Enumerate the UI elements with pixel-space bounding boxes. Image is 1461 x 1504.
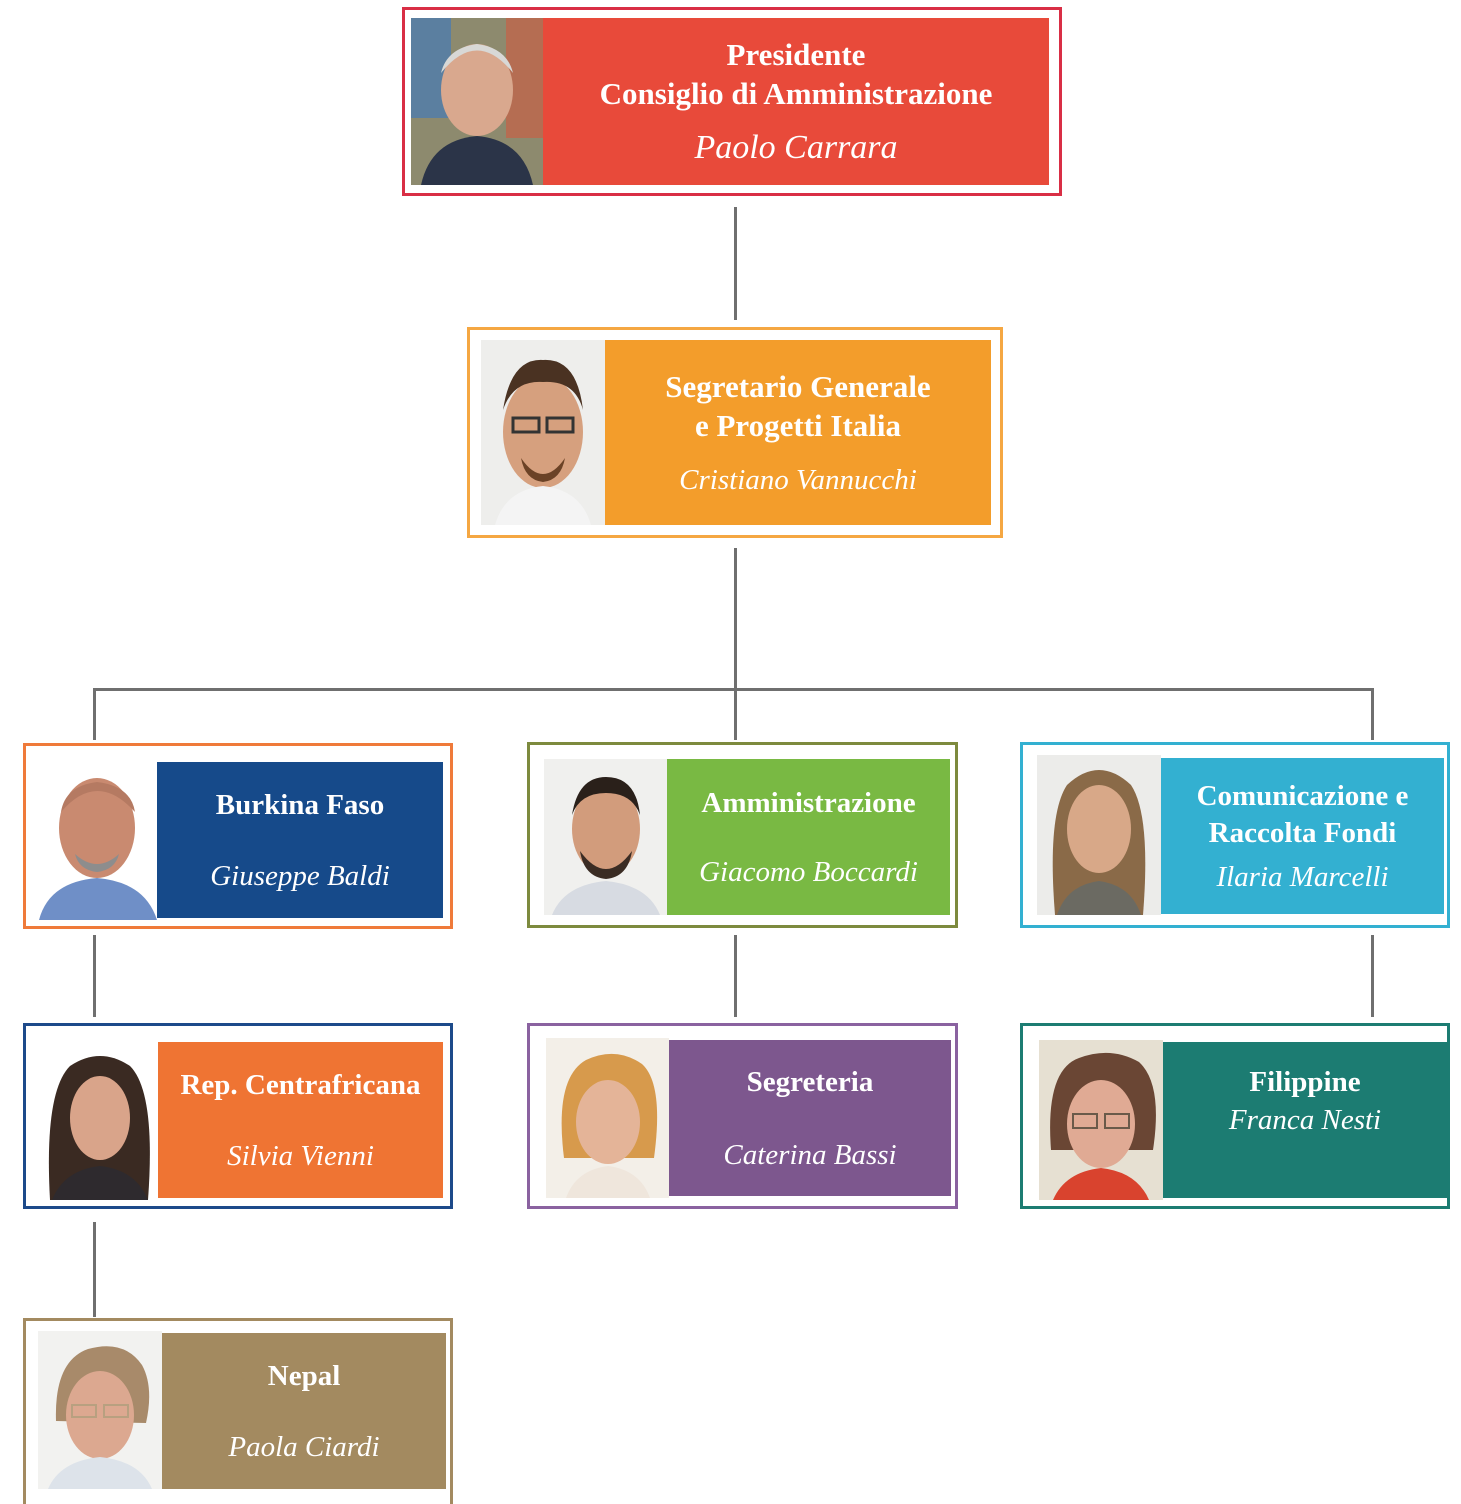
filippine-photo bbox=[1039, 1040, 1163, 1200]
comunicazione-role-line2: Raccolta Fondi bbox=[1208, 816, 1397, 849]
secretary-card: Segretario Generale e Progetti Italia Cr… bbox=[467, 327, 1003, 538]
nepal-photo bbox=[38, 1331, 162, 1489]
president-photo bbox=[411, 18, 543, 185]
secretary-role-line1: Segretario Generale bbox=[665, 369, 931, 405]
rca-name: Silvia Vienni bbox=[227, 1139, 374, 1172]
nepal-name: Paola Ciardi bbox=[228, 1430, 380, 1463]
connector-right-drop bbox=[1371, 688, 1374, 740]
filippine-name: Franca Nesti bbox=[1228, 1104, 1382, 1137]
comunicazione-role-line1: Comunicazione e bbox=[1196, 780, 1409, 813]
connector-left-drop bbox=[93, 688, 96, 740]
connector-president-secretary bbox=[734, 207, 737, 320]
connector-admin-segreteria bbox=[734, 935, 737, 1017]
burkina-name: Giuseppe Baldi bbox=[210, 859, 390, 892]
segreteria-role: Segreteria bbox=[746, 1066, 874, 1099]
amministrazione-label: Amministrazione Giacomo Boccardi bbox=[667, 759, 950, 915]
president-role-line1: Presidente bbox=[726, 36, 866, 72]
secretary-label: Segretario Generale e Progetti Italia Cr… bbox=[605, 340, 991, 525]
secretary-photo bbox=[481, 340, 605, 525]
filippine-role: Filippine bbox=[1249, 1066, 1361, 1098]
department-card-comunicazione: Comunicazione e Raccolta Fondi Ilaria Ma… bbox=[1020, 742, 1450, 928]
nepal-card: Nepal Paola Ciardi bbox=[23, 1318, 453, 1504]
connector-comunicazione-filippine bbox=[1371, 935, 1374, 1017]
subunit-card-filippine: Filippine Franca Nesti bbox=[1020, 1023, 1450, 1209]
comunicazione-photo bbox=[1037, 755, 1161, 915]
segreteria-photo bbox=[546, 1038, 669, 1198]
subunit-card-rca: Rep. Centrafricana Silvia Vienni bbox=[23, 1023, 453, 1209]
rca-label: Rep. Centrafricana Silvia Vienni bbox=[158, 1042, 443, 1198]
burkina-label: Burkina Faso Giuseppe Baldi bbox=[157, 762, 443, 918]
burkina-role: Burkina Faso bbox=[215, 789, 385, 822]
amministrazione-photo bbox=[544, 759, 667, 915]
subunit-card-segreteria: Segreteria Caterina Bassi bbox=[527, 1023, 958, 1209]
rca-role: Rep. Centrafricana bbox=[180, 1069, 421, 1102]
comunicazione-label: Comunicazione e Raccolta Fondi Ilaria Ma… bbox=[1161, 758, 1444, 914]
secretary-name: Cristiano Vannucchi bbox=[679, 463, 917, 496]
connector-horizontal bbox=[93, 688, 1374, 691]
comunicazione-name: Ilaria Marcelli bbox=[1216, 860, 1389, 893]
amministrazione-role: Amministrazione bbox=[701, 787, 916, 820]
connector-center-drop bbox=[734, 688, 737, 740]
segreteria-label: Segreteria Caterina Bassi bbox=[669, 1040, 951, 1196]
nepal-role: Nepal bbox=[267, 1360, 341, 1393]
segreteria-name: Caterina Bassi bbox=[723, 1138, 897, 1171]
rca-photo bbox=[40, 1042, 158, 1200]
president-role-line2: Consiglio di Amministrazione bbox=[599, 75, 993, 111]
department-card-amministrazione: Amministrazione Giacomo Boccardi bbox=[527, 742, 958, 928]
president-name: Paolo Carrara bbox=[694, 129, 898, 167]
burkina-photo bbox=[39, 762, 157, 920]
president-card: Presidente Consiglio di Amministrazione … bbox=[402, 7, 1062, 196]
president-label: Presidente Consiglio di Amministrazione … bbox=[543, 18, 1049, 185]
connector-burkina-rca bbox=[93, 935, 96, 1017]
connector-rca-nepal bbox=[93, 1222, 96, 1317]
nepal-label: Nepal Paola Ciardi bbox=[162, 1333, 446, 1489]
amministrazione-name: Giacomo Boccardi bbox=[699, 855, 918, 888]
department-card-burkina: Burkina Faso Giuseppe Baldi bbox=[23, 743, 453, 929]
connector-secretary-down bbox=[734, 548, 737, 690]
secretary-role-line2: e Progetti Italia bbox=[694, 408, 902, 443]
filippine-label: Filippine Franca Nesti bbox=[1163, 1042, 1447, 1198]
